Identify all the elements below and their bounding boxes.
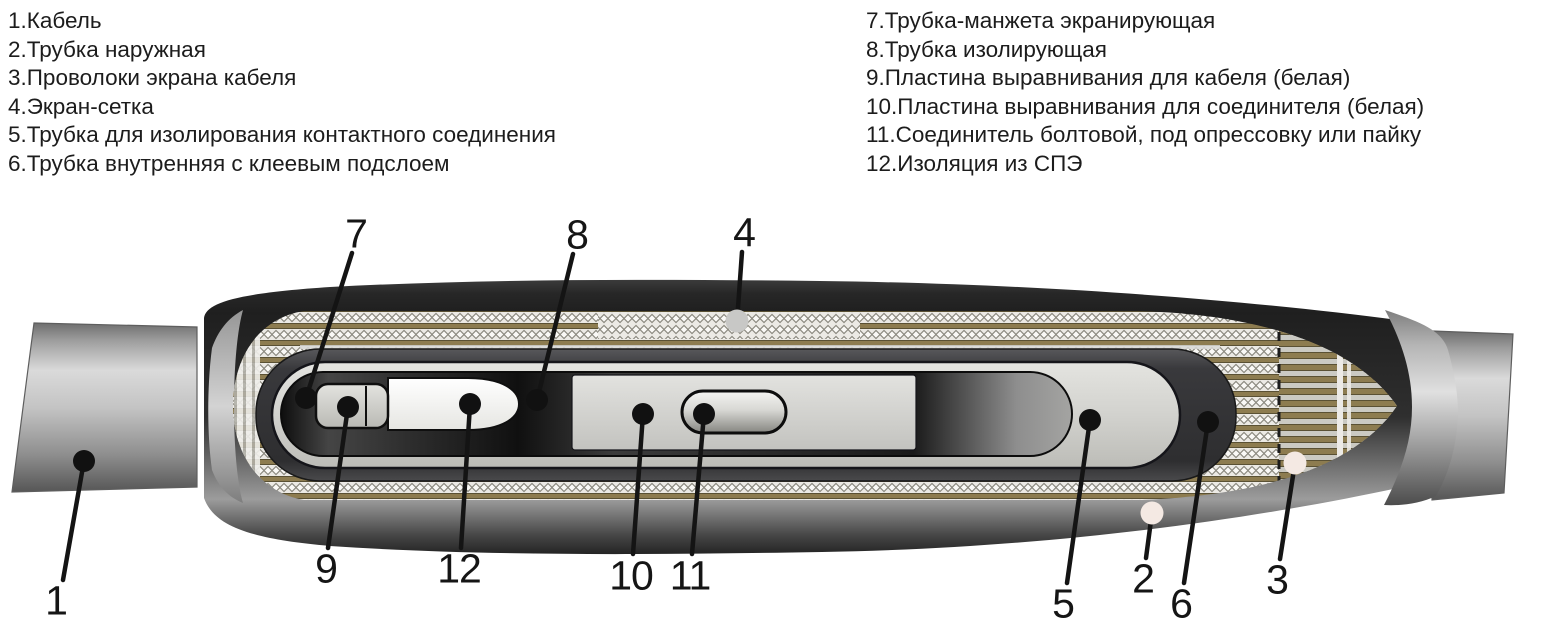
callout-label-9: 9 xyxy=(315,545,338,592)
callout-label-12: 12 xyxy=(437,545,482,592)
callout-label-1: 1 xyxy=(45,577,68,624)
callout-label-7: 7 xyxy=(345,210,368,257)
legend-item-1: 1.Кабель xyxy=(8,8,102,33)
dot-2 xyxy=(1140,501,1164,525)
xlpe-insulation xyxy=(387,377,521,431)
dot-3 xyxy=(1283,451,1307,475)
callout-label-3: 3 xyxy=(1266,556,1289,603)
leader-7 xyxy=(303,250,355,401)
cable-left xyxy=(11,322,198,493)
callout-dots xyxy=(73,309,1307,525)
legend-item-2: 2.Трубка наружная xyxy=(8,36,206,62)
leader-12 xyxy=(458,402,473,551)
dot-12 xyxy=(459,393,481,415)
callout-label-6: 6 xyxy=(1170,580,1193,624)
leader-11 xyxy=(689,411,707,557)
callout-label-4: 4 xyxy=(733,209,756,256)
leader-5 xyxy=(1064,417,1093,586)
legend-item-6: 6.Трубка внутренняя с клеевым подслоем xyxy=(8,150,450,176)
callout-label-8: 8 xyxy=(566,211,589,258)
legend-item-12: 12.Изоляция из СПЭ xyxy=(866,150,1083,176)
legend-item-7: 7.Трубка-манжета экранирующая xyxy=(866,8,1216,33)
callout-label-10: 10 xyxy=(609,552,654,599)
dot-7 xyxy=(295,387,317,409)
legend-item-5: 5.Трубка для изолирования контактного со… xyxy=(8,122,556,148)
dot-6 xyxy=(1197,411,1219,433)
callout-label-5: 5 xyxy=(1052,580,1075,624)
leader-lines xyxy=(60,249,1298,586)
legend-item-9: 9.Пластина выравнивания для кабеля (бела… xyxy=(866,65,1351,91)
legend-item-3: 3.Проволоки экрана кабеля xyxy=(8,65,297,91)
leader-9 xyxy=(325,404,351,551)
leader-3 xyxy=(1277,460,1298,562)
leader-1 xyxy=(60,458,87,583)
leader-6 xyxy=(1181,419,1211,586)
legend-item-11: 11.Соединитель болтовой, под опрессовку … xyxy=(866,122,1422,148)
dot-9 xyxy=(337,396,359,418)
leader-8 xyxy=(534,251,576,403)
wire-gap-stripe-2 xyxy=(1347,311,1351,500)
legend-item-8: 8.Трубка изолирующая xyxy=(866,36,1107,62)
callout-label-11: 11 xyxy=(669,552,712,599)
callout-label-2: 2 xyxy=(1132,555,1155,602)
legend-item-10: 10.Пластина выравнивания для соединителя… xyxy=(866,93,1425,119)
dot-10 xyxy=(632,403,654,425)
dot-5 xyxy=(1079,409,1101,431)
inner-tube-top-highlight xyxy=(300,345,1220,349)
dot-8 xyxy=(526,389,548,411)
leader-10 xyxy=(630,411,646,557)
legend-left-column: 1.Кабель 2.Трубка наружная 3.Проволоки э… xyxy=(8,7,556,179)
outer-tube-end-cap-right xyxy=(1384,310,1458,506)
wire-gap-stripe-1 xyxy=(1337,311,1343,500)
outer-tube-edge-collar xyxy=(208,310,243,503)
legend-right-column: 7.Трубка-манжета экранирующая 8.Трубка и… xyxy=(866,7,1424,179)
dot-4 xyxy=(725,309,749,333)
dot-1 xyxy=(73,450,95,472)
legend-item-4: 4.Экран-сетка xyxy=(8,93,154,119)
dot-11 xyxy=(693,403,715,425)
